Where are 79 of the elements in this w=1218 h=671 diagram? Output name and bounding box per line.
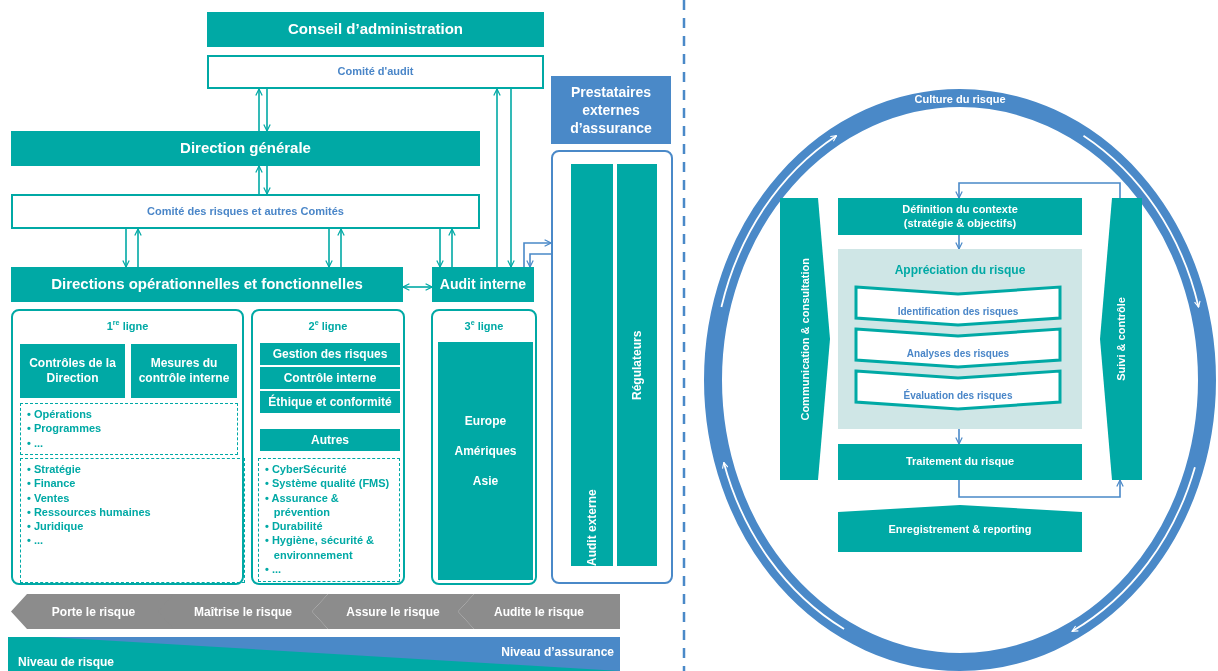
process-box: Définition du contexte (stratégie & objectifs) — [838, 198, 1082, 235]
function-box: Éthique et conformité — [260, 391, 400, 413]
management-box: Direction générale — [11, 131, 480, 166]
list-item: • ... — [27, 533, 45, 548]
shape-text: Identification des risques — [897, 305, 1019, 317]
control-box: Mesures du contrôle interne — [131, 344, 237, 398]
arrow — [448, 228, 456, 268]
panel-heading: 3$^{e}$ ligne — [464, 319, 504, 332]
line-panel — [431, 309, 537, 585]
list-item: • Programmes — [27, 421, 103, 436]
region-name: Asie — [472, 474, 499, 488]
panel-heading: 2$^{e}$ ligne — [308, 319, 348, 332]
shape-text: Assure le risque — [346, 604, 440, 619]
arrow — [134, 228, 142, 268]
list-item: • Assurance & prévention — [265, 490, 340, 520]
shape-text: Enregistrement & reporting — [888, 522, 1032, 535]
list-item: • Stratégie — [27, 462, 82, 477]
external-audit-column: Audit externe — [571, 164, 613, 566]
arrow — [523, 239, 552, 268]
dashed-list-box — [20, 403, 238, 455]
process-box: Traitement du risque — [838, 444, 1082, 480]
shape-text: Suivi & contrôle — [1115, 297, 1127, 381]
arrow — [955, 182, 1121, 199]
control-box: Contrôles de la Direction — [20, 344, 125, 398]
arrow — [263, 88, 271, 132]
list-item: • Durabilité — [265, 519, 324, 534]
arrow — [493, 88, 501, 268]
committee-box: Comité d'audit — [207, 55, 544, 89]
assessment-panel — [838, 249, 1082, 429]
regulators-column: Régulateurs — [617, 164, 657, 566]
line-panel — [11, 309, 244, 585]
region-name: Amériques — [454, 444, 517, 458]
shape-text: Évaluation des risques — [903, 389, 1013, 401]
shape-text: Communication & consultation — [799, 257, 811, 421]
function-box: Gestion des risques — [260, 343, 400, 365]
arrow — [263, 165, 271, 195]
band-label: Niveau d’assurance — [501, 645, 614, 659]
list-item: • ... — [27, 435, 45, 450]
arrow — [955, 428, 963, 445]
list-item: • Ventes — [27, 490, 71, 505]
panel-heading: 1$^{re}$ ligne — [106, 319, 149, 332]
arrow — [526, 253, 552, 268]
list-item: • Opérations — [27, 407, 93, 422]
list-item: • Hygiène, sécurité & environnement — [265, 533, 375, 563]
function-box: Autres — [260, 429, 400, 451]
arrow — [325, 228, 333, 268]
arrow — [255, 165, 263, 195]
list-item: • Système qualité (FMS) — [265, 476, 390, 491]
committee-box: Comité des risques et autres Comités — [11, 194, 480, 229]
region-name: Europe — [464, 414, 507, 428]
list-item: • Finance — [27, 476, 77, 491]
list-item: • Juridique — [27, 519, 85, 534]
dashed-list-box — [20, 458, 245, 583]
arrow — [402, 283, 433, 291]
arrow — [958, 479, 1124, 498]
internal-audit-box: Audit interne — [432, 267, 534, 302]
arrow — [507, 88, 515, 268]
dashed-list-box — [258, 458, 400, 582]
regions-box — [438, 342, 533, 580]
board-box: Conseil d’administration — [207, 12, 544, 47]
panel-heading: Appréciation du risque — [894, 263, 1026, 277]
list-item: • Ressources humaines — [27, 504, 151, 520]
arrow — [436, 228, 444, 268]
department-box: Directions opérationnelles et fonctionnelles — [11, 267, 403, 302]
arrow — [122, 228, 130, 268]
shape-text: Analyses des risques — [906, 347, 1010, 359]
shape-text: Porte le risque — [51, 604, 136, 619]
arrow — [255, 88, 263, 132]
line-panel — [251, 309, 405, 585]
ring-label: Culture du risque — [914, 93, 1006, 105]
arrow — [337, 228, 345, 268]
function-box: Contrôle interne — [260, 367, 400, 389]
shape-text: Audite le risque — [494, 604, 584, 619]
list-item: • ... — [265, 562, 283, 577]
band-label: Niveau de risque — [18, 655, 115, 669]
arrow — [955, 234, 963, 250]
shape-text: Maîtrise le risque — [193, 604, 292, 619]
panel-heading: Prestataires externes d’assurance — [551, 76, 671, 144]
list-item: • CyberSécurité — [265, 462, 348, 477]
